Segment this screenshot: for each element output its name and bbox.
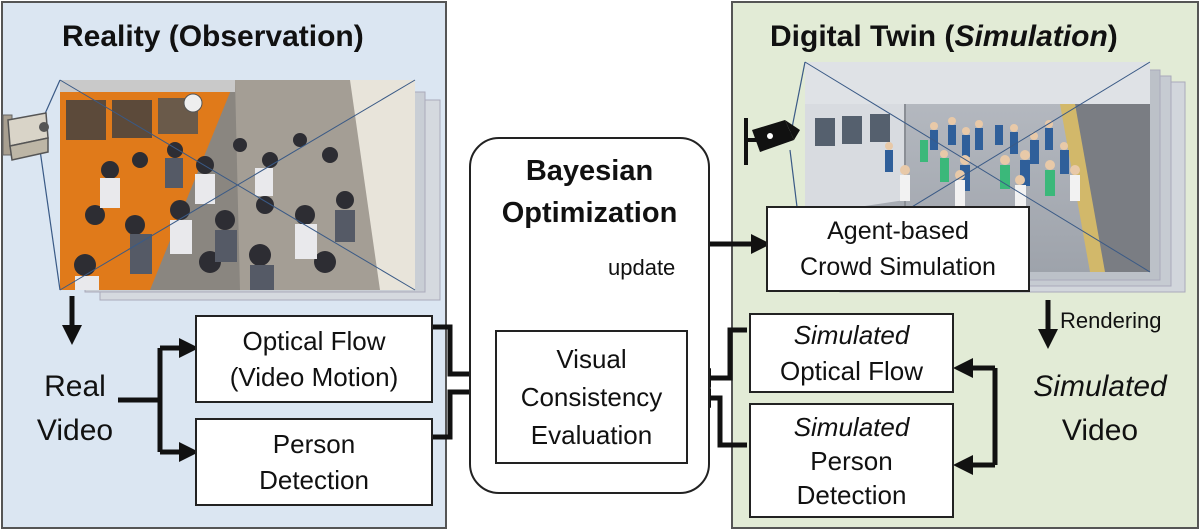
security-camera-icon bbox=[744, 118, 800, 165]
optical-flow-box: Optical Flow(Video Motion) bbox=[195, 315, 433, 403]
real-video-frames bbox=[60, 80, 441, 301]
cctv-camera-icon bbox=[2, 112, 49, 161]
rendering-label: Rendering bbox=[1060, 308, 1162, 333]
update-label: update bbox=[608, 255, 676, 280]
digital-twin-title: Digital Twin (Simulation) bbox=[770, 20, 1118, 53]
reality-title: Reality (Observation) bbox=[62, 20, 364, 53]
